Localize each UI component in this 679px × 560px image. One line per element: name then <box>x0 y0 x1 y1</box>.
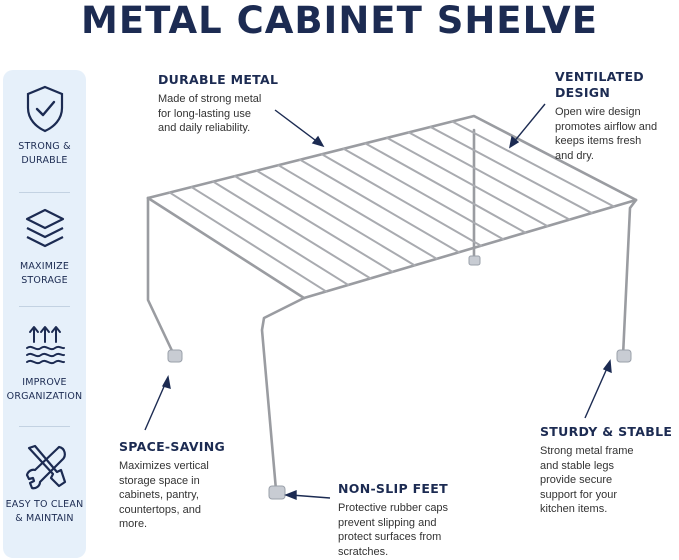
callout-line: cabinets, pantry, <box>119 489 199 501</box>
callout-line: protect surfaces from <box>338 531 442 543</box>
tools-icon <box>25 444 66 490</box>
arrow-space <box>144 381 167 431</box>
arrow-nonslip <box>290 494 331 499</box>
shelf-wire <box>386 136 549 228</box>
shelf-wire <box>277 164 438 260</box>
callout-line: Made of strong metal <box>158 93 262 105</box>
feature-label-line1: STRONG & <box>18 141 71 152</box>
rubber-foot <box>268 485 286 500</box>
callout-line: storage space in <box>119 474 200 487</box>
callout-line: for long-lasting use <box>158 107 251 120</box>
shelf-wire <box>320 153 483 247</box>
callout-line: prevent slipping and <box>338 516 437 529</box>
page-title: METAL CABINET SHELVE <box>81 0 598 42</box>
callout-line: countertops, and <box>119 503 201 516</box>
arrowhead <box>284 489 297 501</box>
feature-label-line2: ORGANIZATION <box>6 391 83 402</box>
callout-line: Maximizes vertical <box>119 460 209 472</box>
feature-improve-organization: IMPROVE ORGANIZATION <box>3 322 86 404</box>
callout-durable-metal: DURABLE METAL Made of strong metal for l… <box>158 72 278 136</box>
feature-easy-clean: EASY TO CLEAN & MAINTAIN <box>3 442 86 526</box>
airflow-arrows-icon <box>25 326 65 365</box>
callout-line: Open wire design <box>555 106 641 118</box>
callout-line: promotes airflow and <box>555 120 658 133</box>
arrowhead <box>161 374 171 389</box>
rubber-foot <box>468 255 481 266</box>
callout-line: support for your <box>540 488 618 501</box>
callout-heading: SPACE-SAVING <box>119 439 226 454</box>
feature-maximize-storage: MAXIMIZE STORAGE <box>3 206 86 288</box>
callout-heading: NON-SLIP FEET <box>338 481 448 496</box>
feature-label-line1: IMPROVE <box>22 377 67 388</box>
callout-heading: STURDY & STABLE <box>540 424 673 439</box>
feature-label-line2: & MAINTAIN <box>15 513 74 524</box>
callout-line: scratches. <box>338 545 389 558</box>
callout-heading: VENTILATED DESIGN <box>555 69 644 100</box>
stack-layers-icon <box>25 208 64 248</box>
arrowhead <box>311 135 325 148</box>
callout-line: Protective rubber caps <box>338 502 449 514</box>
divider <box>19 426 70 427</box>
shelf-wire <box>190 186 350 286</box>
shelf-wire <box>168 191 328 293</box>
shelf-wire <box>364 142 527 234</box>
shelf-wire <box>451 120 615 208</box>
feature-label-line1: EASY TO CLEAN <box>5 499 84 510</box>
callout-line: and stable legs <box>540 459 614 472</box>
feature-sidebar: STRONG & DURABLE MAXIMIZE STORAGE <box>3 70 86 558</box>
shelf-wire <box>255 169 416 267</box>
shelf-wire <box>429 125 593 215</box>
callout-line: more. <box>119 518 148 530</box>
rubber-foot <box>167 349 183 363</box>
arrowhead <box>602 359 612 374</box>
arrow-durable <box>274 109 320 144</box>
shelf-wire <box>299 158 460 254</box>
divider <box>19 306 70 307</box>
shelf-wire <box>342 147 505 241</box>
callout-line: kitchen items. <box>540 503 608 515</box>
feature-label-line2: DURABLE <box>21 155 68 166</box>
callout-line: and dry. <box>555 149 594 162</box>
feature-label-line2: STORAGE <box>21 275 68 286</box>
callout-line: provide secure <box>540 474 613 486</box>
callout-non-slip-feet: NON-SLIP FEET Protective rubber caps pre… <box>338 481 448 559</box>
shelf-wire <box>212 180 372 280</box>
shelf-wires <box>168 120 615 293</box>
feature-strong-durable: STRONG & DURABLE <box>3 84 86 168</box>
arrow-sturdy <box>584 365 609 419</box>
callout-heading: DURABLE METAL <box>158 72 279 87</box>
divider <box>19 192 70 193</box>
arrow-ventilated <box>512 103 546 144</box>
shelf-wire <box>407 131 571 221</box>
shield-check-icon <box>26 85 63 133</box>
callout-space-saving: SPACE-SAVING Maximizes vertical storage … <box>119 439 225 532</box>
rubber-foot <box>616 349 632 363</box>
shelf-wire <box>233 175 394 273</box>
callout-line: and daily reliability. <box>158 122 251 134</box>
arrowhead <box>508 135 520 149</box>
callout-ventilated-design: VENTILATED DESIGN Open wire design promo… <box>555 69 679 163</box>
callout-line: keeps items fresh <box>555 135 642 147</box>
callout-line: Strong metal frame <box>540 445 634 457</box>
feature-label-line1: MAXIMIZE <box>19 261 70 272</box>
callout-sturdy-stable: STURDY & STABLE Strong metal frame and s… <box>540 424 672 517</box>
